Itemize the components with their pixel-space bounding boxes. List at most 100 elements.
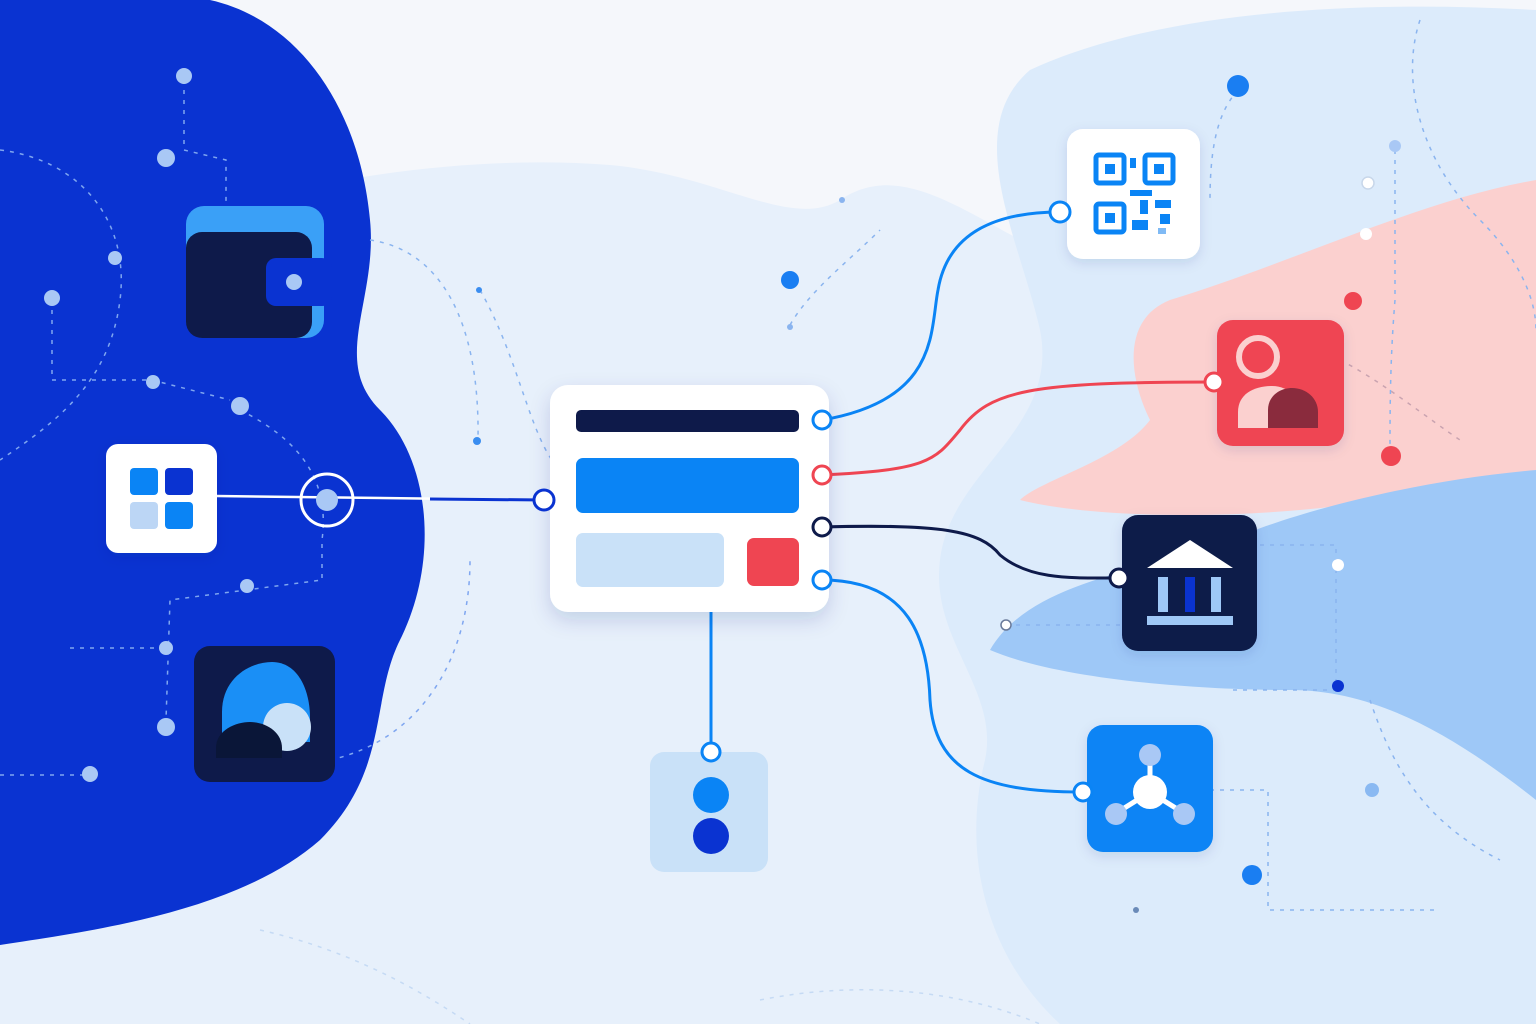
network-icon (1105, 744, 1195, 825)
app-grid-square (165, 502, 193, 529)
qr-module (1154, 164, 1164, 174)
guide-bottom-2 (759, 989, 1041, 1024)
qr-finder-bl (1093, 201, 1127, 235)
wallet-clasp-icon (286, 274, 302, 290)
user-profile-head (1236, 335, 1280, 379)
guide-mid-3 (479, 289, 561, 471)
dot (1389, 140, 1401, 152)
user-profile-overlay (1268, 388, 1318, 428)
dot (1332, 680, 1344, 692)
guide-right-5 (1210, 789, 1440, 911)
qr-code-tile[interactable] (1048, 129, 1200, 259)
hub-input-bar[interactable] (576, 458, 799, 513)
qr-module (1105, 213, 1115, 223)
port-qr (811, 409, 833, 431)
guide-right-3 (1411, 19, 1536, 331)
payment-form-hub[interactable] (532, 385, 833, 612)
dot (1133, 907, 1139, 913)
qr-code-modules (1105, 158, 1171, 234)
dot (476, 287, 482, 293)
dot (146, 375, 160, 389)
qr-code-icon (1093, 152, 1176, 235)
port-left (532, 488, 556, 512)
toggle-icon (693, 777, 729, 813)
guide-left-5 (0, 647, 166, 776)
qr-finder-tl (1093, 152, 1127, 186)
connector-app-grid-inner (429, 497, 545, 502)
qr-module (1155, 200, 1171, 208)
dot (108, 251, 122, 265)
app-grid-icon (130, 468, 158, 495)
qr-module (1130, 190, 1152, 196)
junction-ring (299, 472, 355, 528)
user-profile-icon (1236, 335, 1318, 428)
connector-network (821, 578, 1083, 794)
bank-pillar (1158, 577, 1168, 612)
connectors (215, 210, 1216, 794)
toggle-port (700, 741, 722, 763)
rainbow-card-tile[interactable] (194, 646, 335, 782)
dot (240, 579, 254, 593)
bank-pillar (1185, 577, 1195, 612)
dot (473, 437, 481, 445)
hub-action-button[interactable] (747, 538, 799, 586)
guide-right-4 (1006, 544, 1337, 691)
qr-module (1140, 200, 1148, 214)
wallet-tile[interactable] (186, 206, 332, 338)
qr-module (1130, 158, 1136, 168)
dot (839, 197, 845, 203)
port-network (811, 569, 833, 591)
network-node-center (1133, 775, 1167, 809)
network-node-right (1173, 803, 1195, 825)
dot (1381, 446, 1401, 466)
guide-bottom-1 (259, 929, 471, 1024)
dot (82, 766, 98, 782)
bank-port (1108, 567, 1130, 589)
dot (787, 324, 793, 330)
dot (44, 290, 60, 306)
decorative-dots (44, 68, 1401, 913)
dot (781, 271, 799, 289)
dot (1361, 176, 1375, 190)
junction-core (316, 489, 338, 511)
bank-tile[interactable] (1108, 515, 1257, 651)
user-profile-tile[interactable] (1203, 320, 1344, 446)
dot (1332, 559, 1344, 571)
dot (1365, 783, 1379, 797)
dot (159, 641, 173, 655)
dot (157, 149, 175, 167)
guide-left-1 (183, 80, 227, 210)
port-profile (811, 464, 833, 486)
guide-left-3 (51, 300, 231, 401)
toggle-tile[interactable] (650, 741, 768, 872)
qr-module (1158, 228, 1166, 234)
dot (231, 397, 249, 415)
network-port (1072, 781, 1094, 803)
app-grid-square (165, 468, 193, 495)
right-sky-blob (990, 470, 1536, 800)
app-grid-square (130, 502, 158, 529)
guide-right-6 (1369, 699, 1501, 861)
app-grid-tile[interactable] (106, 444, 217, 553)
user-profile-port (1203, 371, 1225, 393)
network-node-left (1105, 803, 1127, 825)
qr-finder-tr (1142, 152, 1176, 186)
dot (176, 68, 192, 84)
guide-right-7 (1339, 359, 1461, 441)
connector-profile (821, 380, 1216, 477)
bank-base (1147, 616, 1233, 625)
app-grid-junction (299, 472, 355, 528)
bank-roof (1147, 540, 1233, 568)
dot (1000, 619, 1012, 631)
dot (1344, 292, 1362, 310)
bank-icon (1147, 540, 1233, 625)
qr-module (1132, 220, 1148, 230)
dot (1227, 75, 1249, 97)
network-tile[interactable] (1072, 725, 1213, 852)
hub-light-field[interactable] (576, 533, 724, 587)
dot (157, 718, 175, 736)
qr-module (1105, 164, 1115, 174)
dot (1360, 228, 1372, 240)
